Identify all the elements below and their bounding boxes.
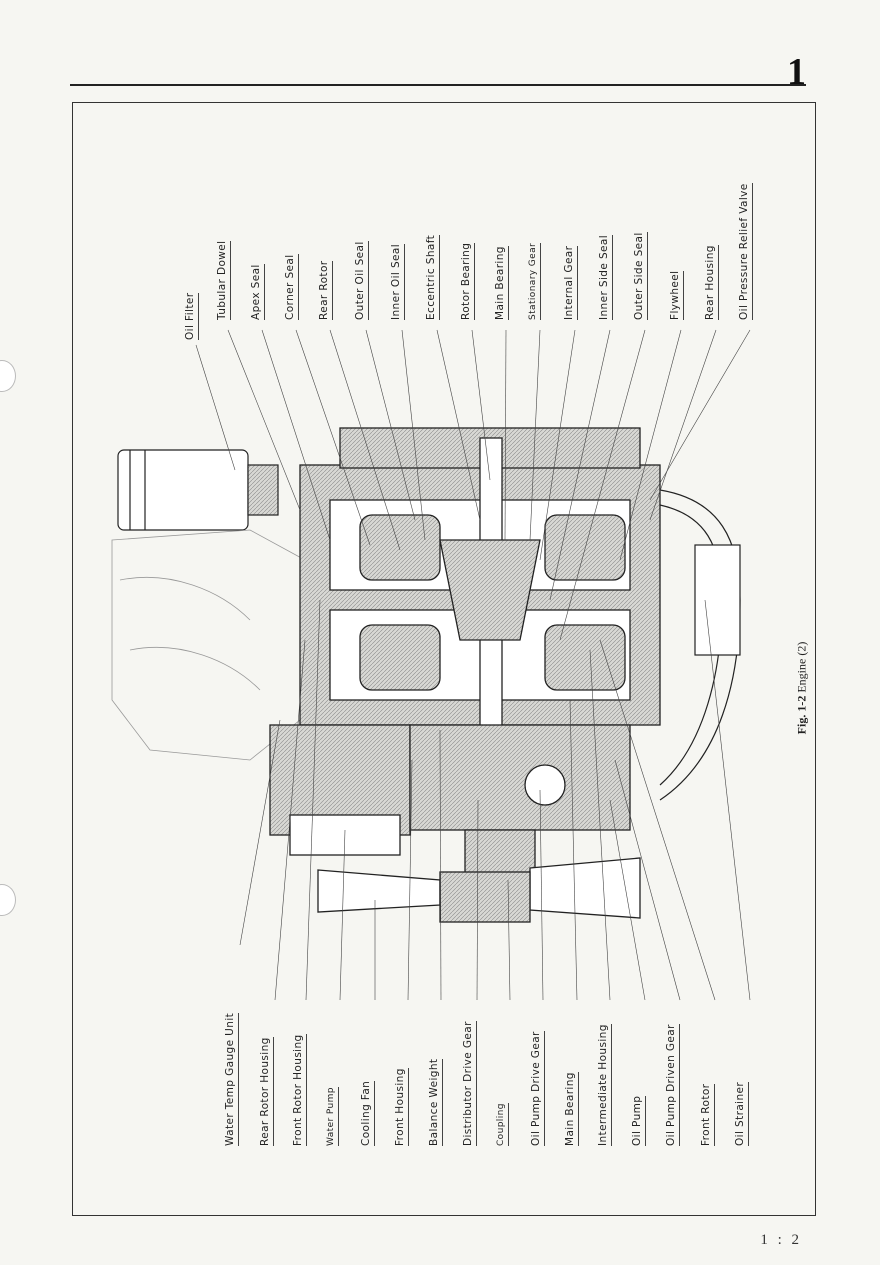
- leader-lines-top: [195, 329, 751, 641]
- label-rear-rotor-housing: Rear Rotor Housing: [259, 1037, 274, 1146]
- leader-lines-bottom: [239, 599, 751, 1001]
- label-front-rotor-housing: Front Rotor Housing: [292, 1034, 307, 1146]
- label-outer-side-seal: Outer Side Seal: [633, 232, 648, 320]
- figure-title: Engine: [794, 658, 809, 693]
- figure-frame: [72, 102, 816, 1216]
- label-water-temp-gauge-unit: Water Temp Gauge Unit: [224, 1012, 239, 1146]
- label-distributor-drive-gear: Distributor Drive Gear: [462, 1021, 477, 1146]
- label-front-rotor: Front Rotor: [700, 1083, 715, 1146]
- label-oil-filter: Oil Filter: [184, 292, 199, 340]
- label-oil-pressure-relief-valve: Oil Pressure Relief Valve: [738, 183, 753, 320]
- label-main-bearing-bottom: Main Bearing: [564, 1072, 579, 1146]
- label-balance-weight: Balance Weight: [428, 1058, 443, 1146]
- label-coupling: Coupling: [496, 1103, 509, 1146]
- label-corner-seal: Corner Seal: [284, 254, 299, 320]
- page-number: 1 : 2: [760, 1232, 802, 1248]
- label-oil-pump: Oil Pump: [631, 1095, 646, 1146]
- label-rotor-bearing: Rotor Bearing: [460, 242, 475, 320]
- label-flywheel: Flywheel: [669, 270, 684, 320]
- header-rule: [70, 84, 806, 86]
- label-eccentric-shaft: Eccentric Shaft: [425, 234, 440, 320]
- label-oil-pump-drive-gear: Oil Pump Drive Gear: [530, 1031, 545, 1146]
- oil-filter-drawing: [117, 449, 279, 531]
- label-cooling-fan: Cooling Fan: [360, 1080, 375, 1146]
- label-intermediate-housing: Intermediate Housing: [597, 1024, 612, 1146]
- label-stationary-gear: Stationary Gear: [528, 242, 541, 320]
- label-internal-gear: Internal Gear: [563, 245, 578, 320]
- label-rear-rotor: Rear Rotor: [318, 260, 333, 320]
- chapter-number: 1: [787, 51, 806, 93]
- label-oil-strainer: Oil Strainer: [734, 1081, 749, 1146]
- figure-subtitle: (2): [794, 641, 809, 656]
- label-water-pump: Water Pump: [326, 1087, 339, 1146]
- label-tubular-dowel: Tubular Dowel: [216, 240, 231, 320]
- label-inner-oil-seal: Inner Oil Seal: [390, 243, 405, 320]
- figure-number: Fig. 1-2: [794, 695, 809, 735]
- label-outer-oil-seal: Outer Oil Seal: [354, 241, 369, 320]
- label-rear-housing: Rear Housing: [704, 245, 719, 320]
- label-oil-pump-driven-gear: Oil Pump Driven Gear: [665, 1024, 680, 1146]
- label-main-bearing-top: Main Bearing: [494, 246, 509, 320]
- label-front-housing: Front Housing: [394, 1068, 409, 1146]
- label-apex-seal: Apex Seal: [250, 264, 265, 320]
- label-inner-side-seal: Inner Side Seal: [598, 234, 613, 320]
- figure-caption: Fig. 1-2 Engine (2): [795, 642, 810, 735]
